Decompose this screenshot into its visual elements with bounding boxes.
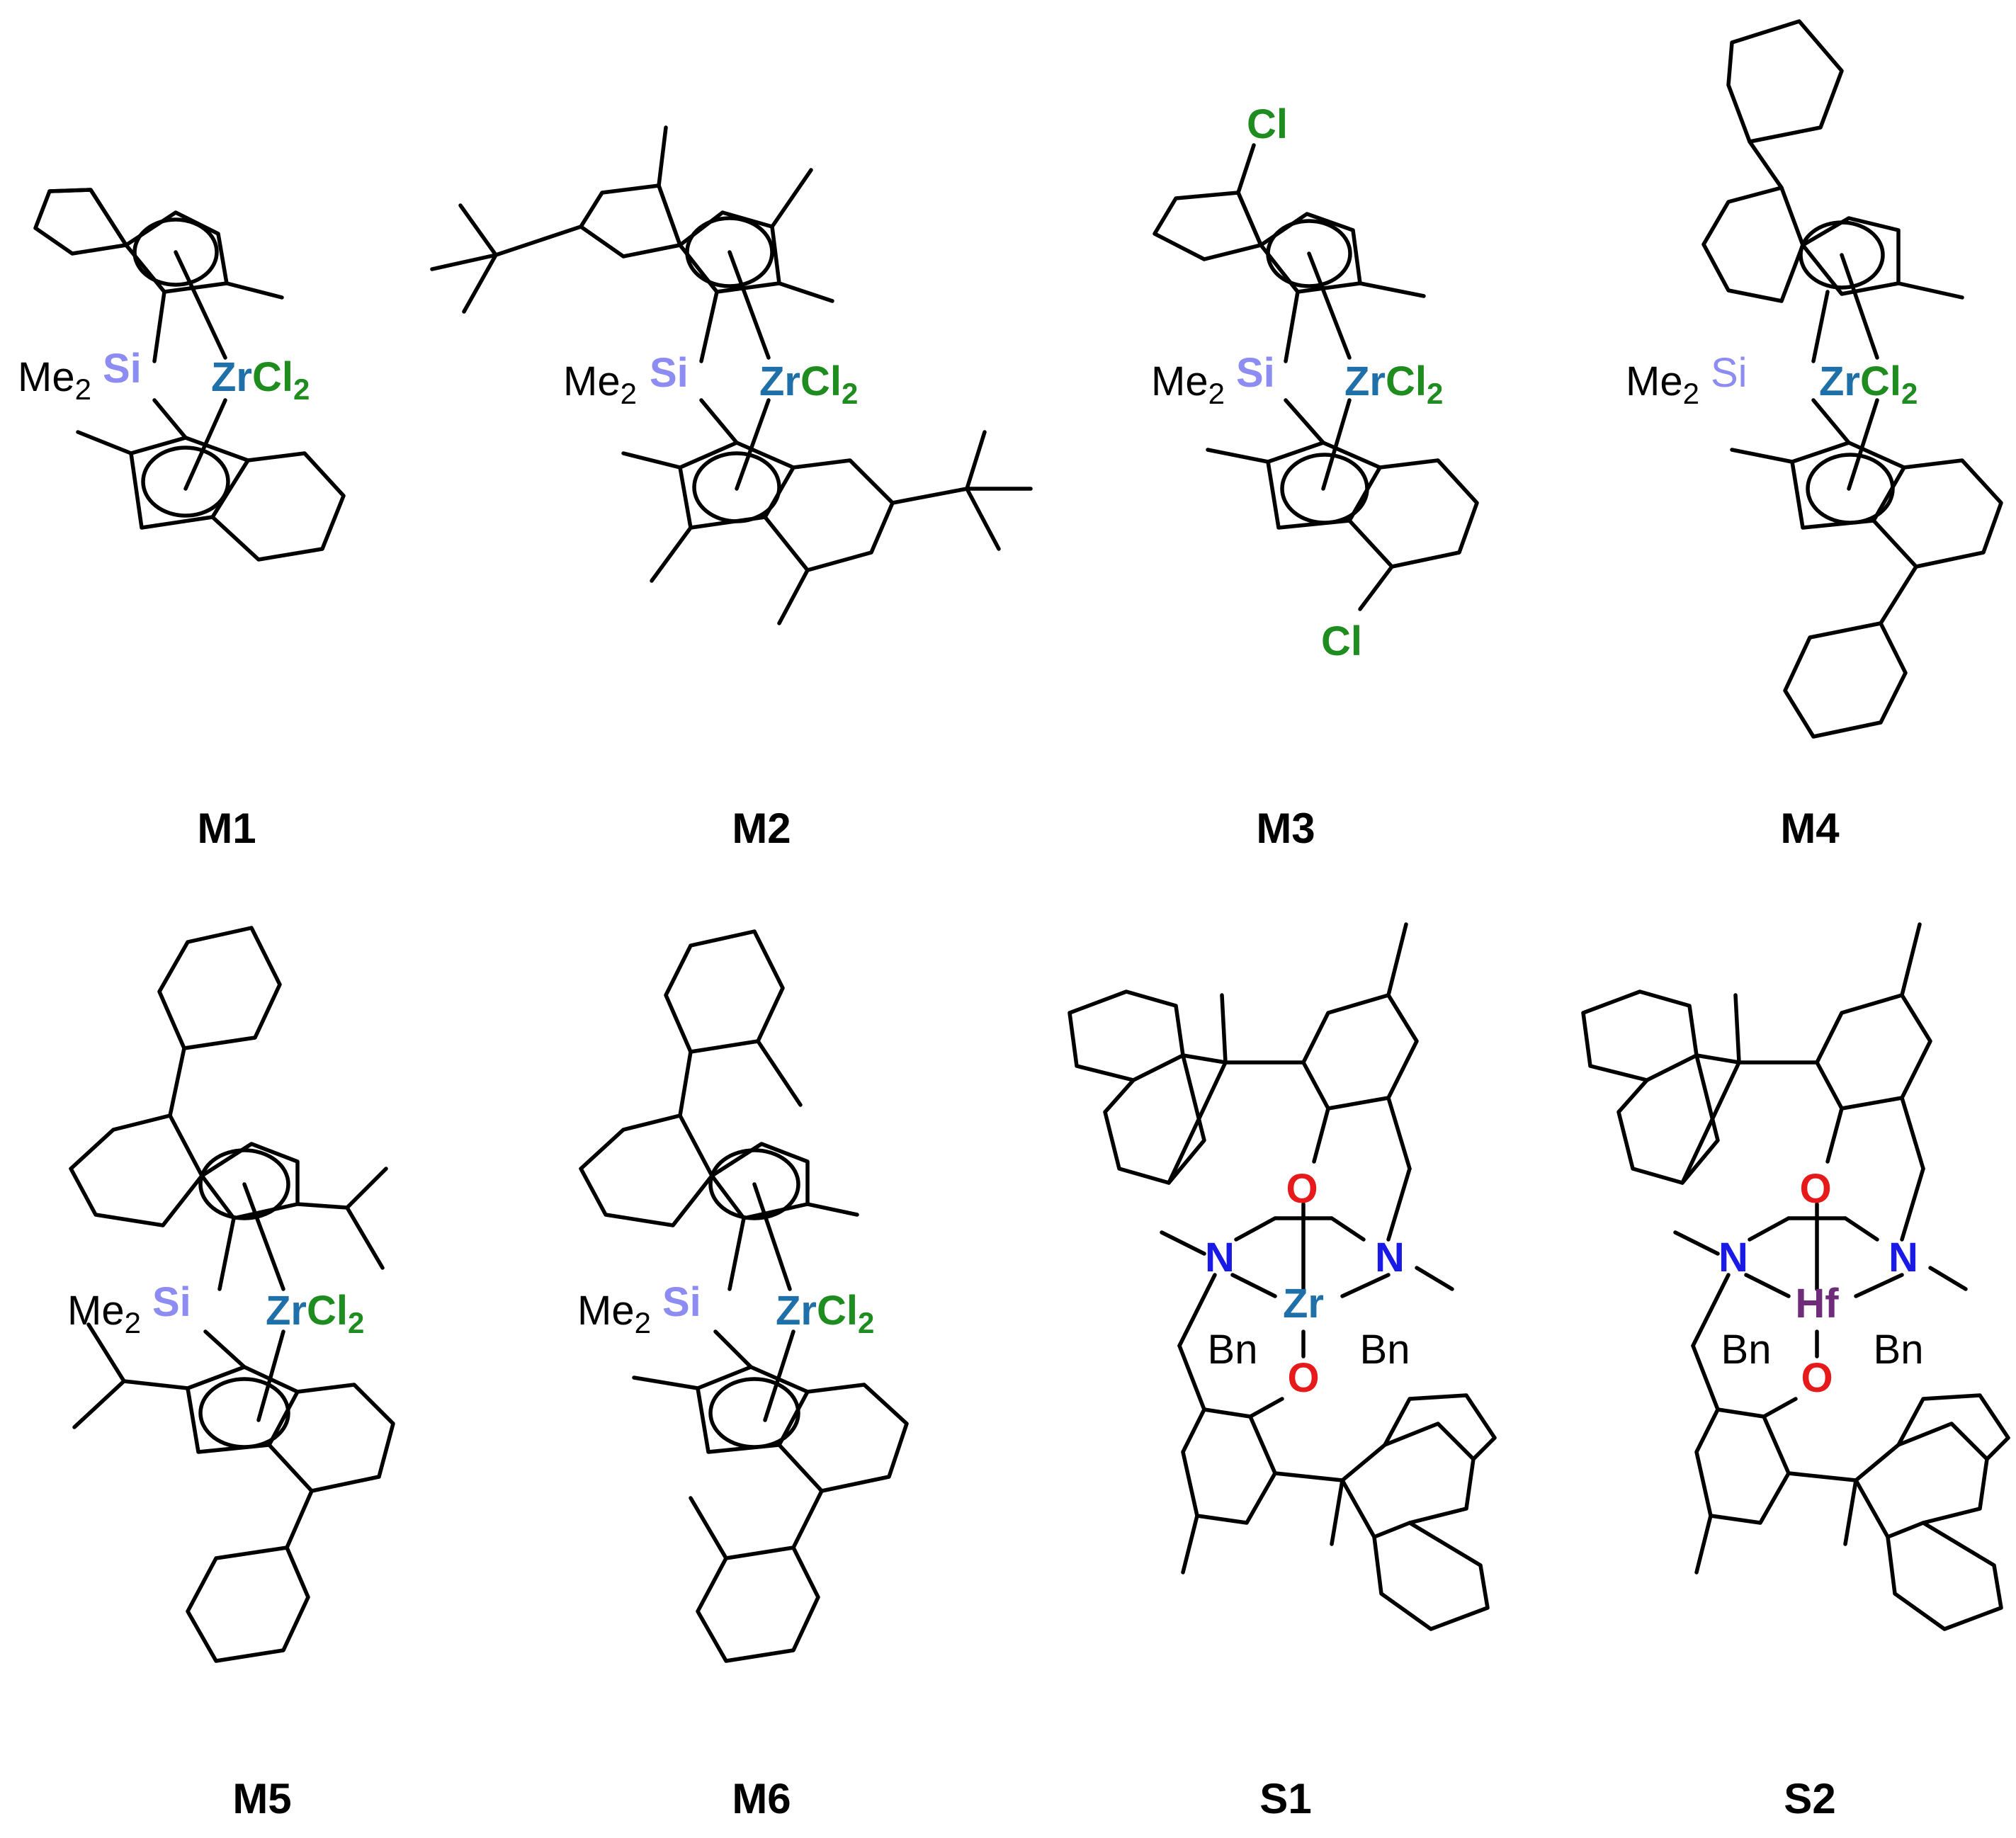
s1-bn-left-label: Bn xyxy=(1208,1327,1258,1373)
m4-si-label: Si xyxy=(1711,350,1748,396)
m1-si-label: Si xyxy=(103,346,142,392)
s1-n-right-label: N xyxy=(1375,1235,1405,1281)
m5-labels: Me2 Si ZrCl2 xyxy=(67,1279,364,1339)
m6-zr-label: ZrCl2 xyxy=(776,1288,874,1339)
s1-bonds xyxy=(1068,922,1497,1631)
m2-me-label: Me2 xyxy=(563,358,637,410)
m4-bonds xyxy=(1701,19,2003,739)
s2-bonds xyxy=(1581,922,2010,1631)
m3-zr-label: ZrCl2 xyxy=(1344,358,1443,410)
structure-m6: Me2 Si ZrCl2 M6 xyxy=(577,929,909,1822)
caption-m2: M2 xyxy=(732,805,791,852)
m3-labels: Cl Me2 Si ZrCl2 Cl xyxy=(1151,101,1443,664)
structure-m5: Me2 Si ZrCl2 M5 xyxy=(67,926,395,1822)
s2-o-top-label: O xyxy=(1799,1166,1831,1212)
m6-si-label: Si xyxy=(662,1279,701,1325)
structure-m2: Me2 Si ZrCl2 M2 xyxy=(430,125,1033,852)
m4-labels: Me2 Si ZrCl2 xyxy=(1626,350,1918,410)
structure-s1: O N N Zr Bn Bn O S1 xyxy=(1068,922,1497,1822)
m3-cl-top-label: Cl xyxy=(1247,101,1288,147)
m5-si-label: Si xyxy=(152,1279,191,1325)
s2-bn-left-label: Bn xyxy=(1721,1327,1772,1373)
m3-bonds xyxy=(1153,143,1479,611)
s1-labels: O N N Zr Bn Bn O xyxy=(1205,1166,1410,1401)
m3-me-label: Me2 xyxy=(1151,358,1225,410)
s2-labels: O N N Hf Bn Bn O xyxy=(1718,1166,1923,1401)
m6-labels: Me2 Si ZrCl2 xyxy=(577,1279,874,1339)
structure-m1: Me2 Si ZrCl2 M1 xyxy=(18,188,346,852)
s1-o-top-label: O xyxy=(1286,1166,1318,1212)
s1-n-left-label: N xyxy=(1205,1235,1235,1281)
caption-s1: S1 xyxy=(1259,1775,1311,1822)
m4-zr-label: ZrCl2 xyxy=(1819,358,1918,410)
m1-labels: Me2 Si ZrCl2 xyxy=(18,346,310,406)
m5-zr-label: ZrCl2 xyxy=(266,1288,364,1339)
s1-zr-label: Zr xyxy=(1283,1281,1324,1327)
m1-zr-label: ZrCl2 xyxy=(211,354,310,406)
m6-me-label: Me2 xyxy=(577,1288,651,1339)
m3-cl-bottom-label: Cl xyxy=(1321,618,1362,664)
m4-me-label: Me2 xyxy=(1626,358,1699,410)
s2-n-left-label: N xyxy=(1718,1235,1748,1281)
m2-labels: Me2 Si ZrCl2 xyxy=(563,350,858,410)
s1-bn-right-label: Bn xyxy=(1360,1327,1410,1373)
caption-m4: M4 xyxy=(1780,805,1840,852)
m3-si-label: Si xyxy=(1236,350,1275,396)
caption-m1: M1 xyxy=(197,805,256,852)
s2-o-bottom-label: O xyxy=(1801,1355,1833,1401)
s2-bn-right-label: Bn xyxy=(1874,1327,1924,1373)
m6-bonds xyxy=(579,929,909,1663)
m1-me-label: Me2 xyxy=(18,354,91,406)
structure-s2: O N N Hf Bn Bn O S2 xyxy=(1581,922,2010,1822)
s2-n-right-label: N xyxy=(1888,1235,1918,1281)
m5-me-label: Me2 xyxy=(67,1288,141,1339)
s1-o-bottom-label: O xyxy=(1287,1355,1319,1401)
s2-hf-label: Hf xyxy=(1795,1281,1839,1327)
caption-m6: M6 xyxy=(732,1775,791,1822)
m2-zr-label: ZrCl2 xyxy=(759,358,858,410)
m2-bonds xyxy=(430,125,1033,625)
structure-m4: Me2 Si ZrCl2 M4 xyxy=(1626,19,2003,852)
caption-m3: M3 xyxy=(1256,805,1315,852)
structure-m3: Cl Me2 Si ZrCl2 Cl M3 xyxy=(1151,101,1479,852)
m2-si-label: Si xyxy=(650,350,689,396)
caption-s2: S2 xyxy=(1784,1775,1835,1822)
m1-bonds xyxy=(33,188,346,562)
m5-bonds xyxy=(69,926,395,1663)
caption-m5: M5 xyxy=(232,1775,291,1822)
